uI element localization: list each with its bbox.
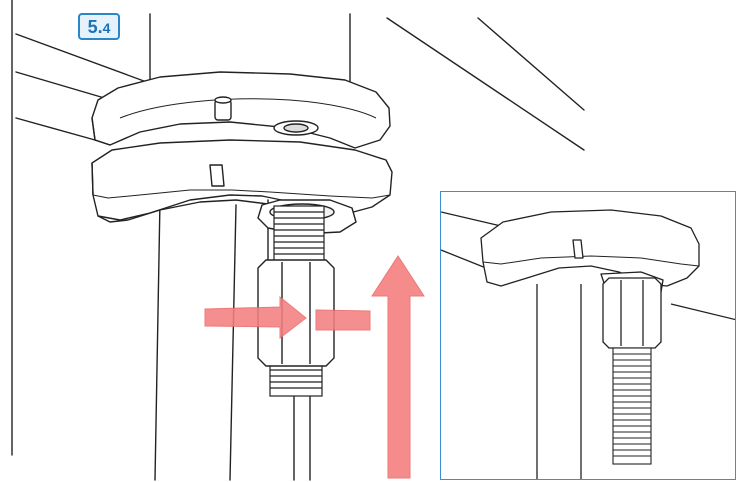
detail-drawing	[441, 209, 735, 479]
arrow-up-icon	[371, 255, 425, 479]
upper-mounting-disc	[91, 71, 391, 149]
lower-adjustment-knob	[91, 139, 393, 235]
step-number-main: 5.	[87, 17, 103, 37]
detail-knob	[480, 209, 700, 297]
detail-threaded-bolt	[612, 347, 652, 465]
arrow-right-icon	[204, 295, 371, 340]
detail-inset	[440, 191, 736, 480]
step-number-sub: 4	[102, 20, 111, 36]
step-number-badge: 5. 4	[78, 13, 120, 40]
detail-hex-nut	[602, 277, 662, 349]
